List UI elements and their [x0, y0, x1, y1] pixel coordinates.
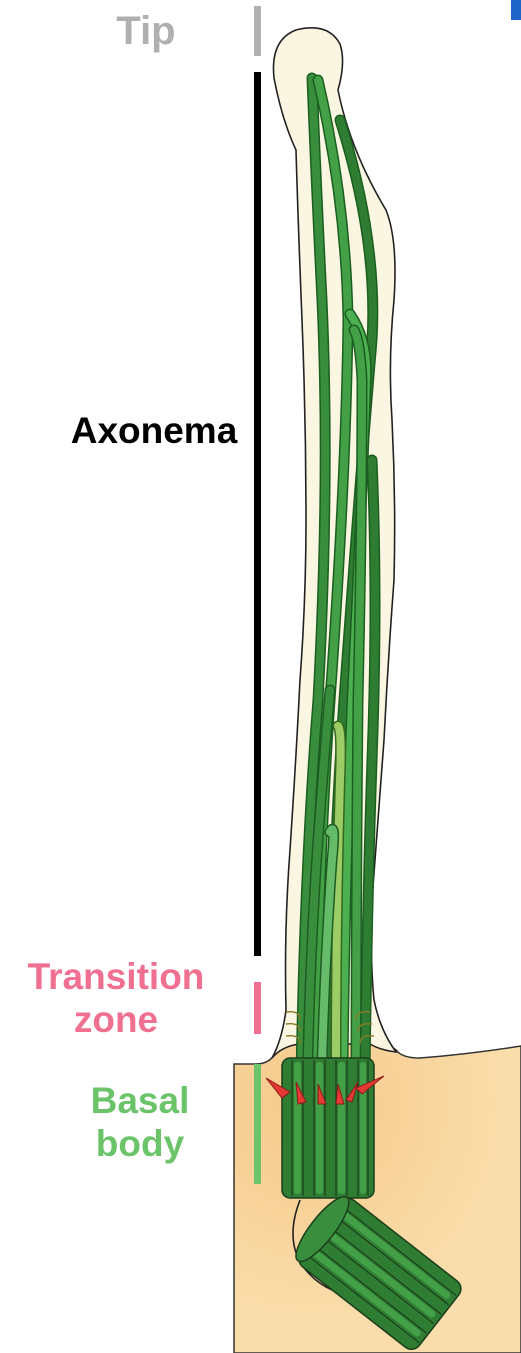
transition-zone-label: Transition zone	[10, 956, 222, 1041]
corner-accent	[511, 0, 521, 20]
tip-label: Tip	[104, 8, 188, 54]
transition-zone-label-line2: zone	[10, 999, 222, 1042]
tip-bar	[254, 6, 261, 56]
transition-zone-label-line1: Transition	[10, 956, 222, 999]
basal-body-label-line1: Basal	[60, 1080, 220, 1123]
axonema-bar	[254, 72, 261, 956]
transition-zone-bar	[254, 982, 261, 1034]
basal-body-label: Basal body	[60, 1080, 220, 1165]
basal-body-barrel	[282, 1058, 374, 1198]
basal-body-bar	[254, 1064, 261, 1184]
basal-body-label-line2: body	[60, 1123, 220, 1166]
axonema-label: Axonema	[56, 410, 252, 453]
